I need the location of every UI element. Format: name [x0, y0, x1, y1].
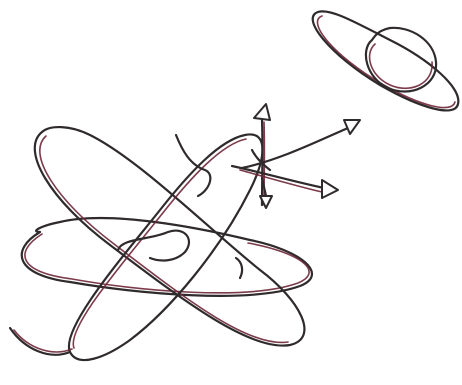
arrow-right-shaft [232, 166, 324, 188]
planet-icon [313, 11, 459, 110]
arrow-up-head [254, 104, 270, 120]
arrow-right-up-shaft [242, 128, 348, 168]
atom-tail-stroke [10, 328, 70, 355]
arrow-right-head [322, 180, 338, 198]
arrows-icon [232, 104, 360, 208]
arrow-right-up-head [344, 120, 360, 134]
